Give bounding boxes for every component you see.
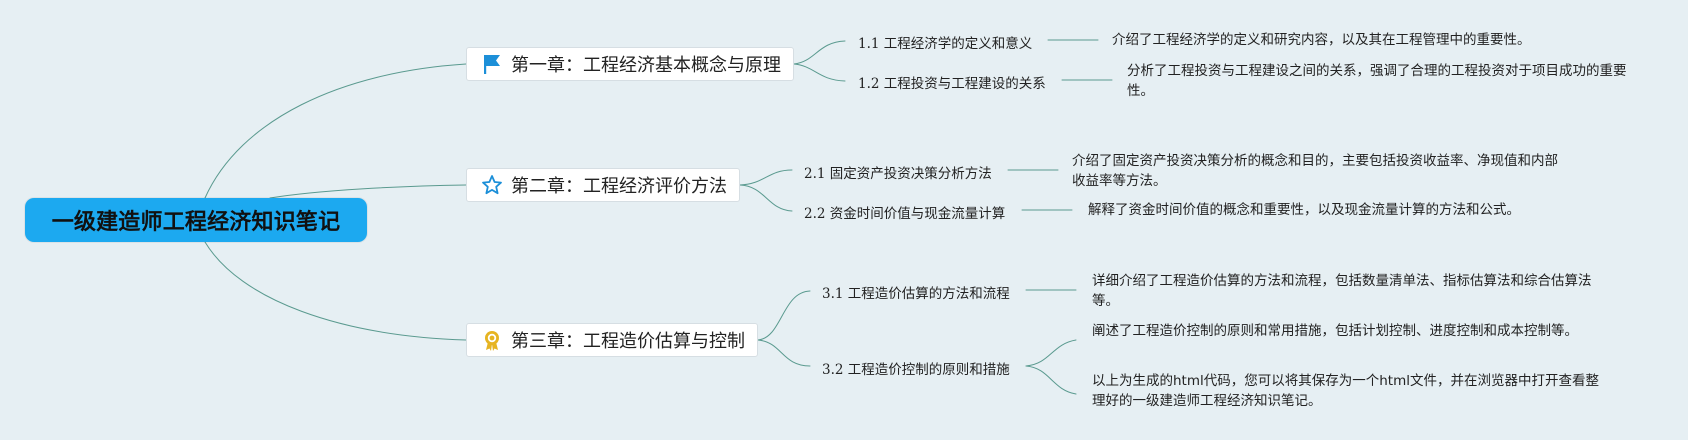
desc-text: 详细介绍了工程造价估算的方法和流程，包括数量清单法、指标估算法和综合估算法等。 (1092, 273, 1592, 309)
desc-text: 介绍了固定资产投资决策分析的概念和目的，主要包括投资收益率、净现值和内部收益率等… (1072, 153, 1558, 189)
section-label: 1.2 工程投资与工程建设的关系 (858, 76, 1046, 92)
link-s32-desc-b (1025, 365, 1077, 395)
star-icon (481, 174, 503, 196)
desc-node-3-2-a[interactable]: 阐述了工程造价控制的原则和常用措施，包括计划控制、进度控制和成本控制等。 (1092, 321, 1592, 341)
chapter-node-3[interactable]: 第三章：工程造价估算与控制 (466, 323, 758, 357)
desc-node-1-1[interactable]: 介绍了工程经济学的定义和研究内容，以及其在工程管理中的重要性。 (1112, 30, 1672, 50)
section-node-2-1[interactable]: 2.1 固定资产投资决策分析方法 (804, 162, 992, 182)
section-node-3-1[interactable]: 3.1 工程造价估算的方法和流程 (822, 282, 1010, 302)
desc-node-1-2[interactable]: 分析了工程投资与工程建设之间的关系，强调了合理的工程投资对于项目成功的重要性。 (1127, 61, 1637, 101)
link-ch1-s11 (793, 40, 846, 65)
desc-text: 分析了工程投资与工程建设之间的关系，强调了合理的工程投资对于项目成功的重要性。 (1127, 63, 1627, 99)
desc-text: 以上为生成的html代码，您可以将其保存为一个html文件，并在浏览器中打开查看… (1092, 373, 1600, 409)
link-s32-desc-a (1025, 339, 1077, 367)
section-label: 2.2 资金时间价值与现金流量计算 (804, 206, 1006, 222)
chapter-title-2: 第二章：工程经济评价方法 (511, 176, 727, 197)
section-node-1-2[interactable]: 1.2 工程投资与工程建设的关系 (858, 72, 1046, 92)
section-label: 2.1 固定资产投资决策分析方法 (804, 166, 992, 182)
desc-text: 介绍了工程经济学的定义和研究内容，以及其在工程管理中的重要性。 (1112, 32, 1531, 48)
desc-node-3-2-b[interactable]: 以上为生成的html代码，您可以将其保存为一个html文件，并在浏览器中打开查看… (1092, 371, 1602, 411)
desc-node-3-1[interactable]: 详细介绍了工程造价估算的方法和流程，包括数量清单法、指标估算法和综合估算法等。 (1092, 271, 1592, 311)
award-medal-icon (481, 329, 503, 351)
link-root-ch1 (204, 63, 467, 199)
flag-icon (481, 53, 503, 75)
link-ch3-s31 (757, 290, 811, 341)
link-ch2-s21 (739, 169, 793, 186)
section-label: 3.2 工程造价控制的原则和措施 (822, 362, 1010, 378)
desc-text: 解释了资金时间价值的概念和重要性，以及现金流量计算的方法和公式。 (1088, 202, 1520, 218)
chapter-title-3: 第三章：工程造价估算与控制 (511, 331, 745, 352)
section-node-3-2[interactable]: 3.2 工程造价控制的原则和措施 (822, 358, 1010, 378)
section-label: 3.1 工程造价估算的方法和流程 (822, 286, 1010, 302)
section-node-1-1[interactable]: 1.1 工程经济学的定义和意义 (858, 32, 1032, 52)
root-node[interactable]: 一级建造师工程经济知识笔记 (25, 198, 367, 242)
link-ch2-s22 (739, 184, 793, 212)
link-ch1-s12 (793, 63, 846, 82)
section-label: 1.1 工程经济学的定义和意义 (858, 36, 1033, 52)
section-node-2-2[interactable]: 2.2 资金时间价值与现金流量计算 (804, 202, 1005, 222)
chapter-node-1[interactable]: 第一章：工程经济基本概念与原理 (466, 47, 794, 81)
root-title: 一级建造师工程经济知识笔记 (51, 210, 341, 235)
chapter-title-1: 第一章：工程经济基本概念与原理 (511, 55, 781, 76)
desc-text: 阐述了工程造价控制的原则和常用措施，包括计划控制、进度控制和成本控制等。 (1092, 323, 1578, 339)
desc-node-2-1[interactable]: 介绍了固定资产投资决策分析的概念和目的，主要包括投资收益率、净现值和内部收益率等… (1072, 151, 1562, 191)
link-root-ch2 (269, 184, 467, 199)
link-root-ch3 (204, 241, 467, 341)
desc-node-2-2[interactable]: 解释了资金时间价值的概念和重要性，以及现金流量计算的方法和公式。 (1088, 200, 1628, 220)
chapter-node-2[interactable]: 第二章：工程经济评价方法 (466, 168, 740, 202)
link-ch3-s32 (757, 339, 811, 367)
